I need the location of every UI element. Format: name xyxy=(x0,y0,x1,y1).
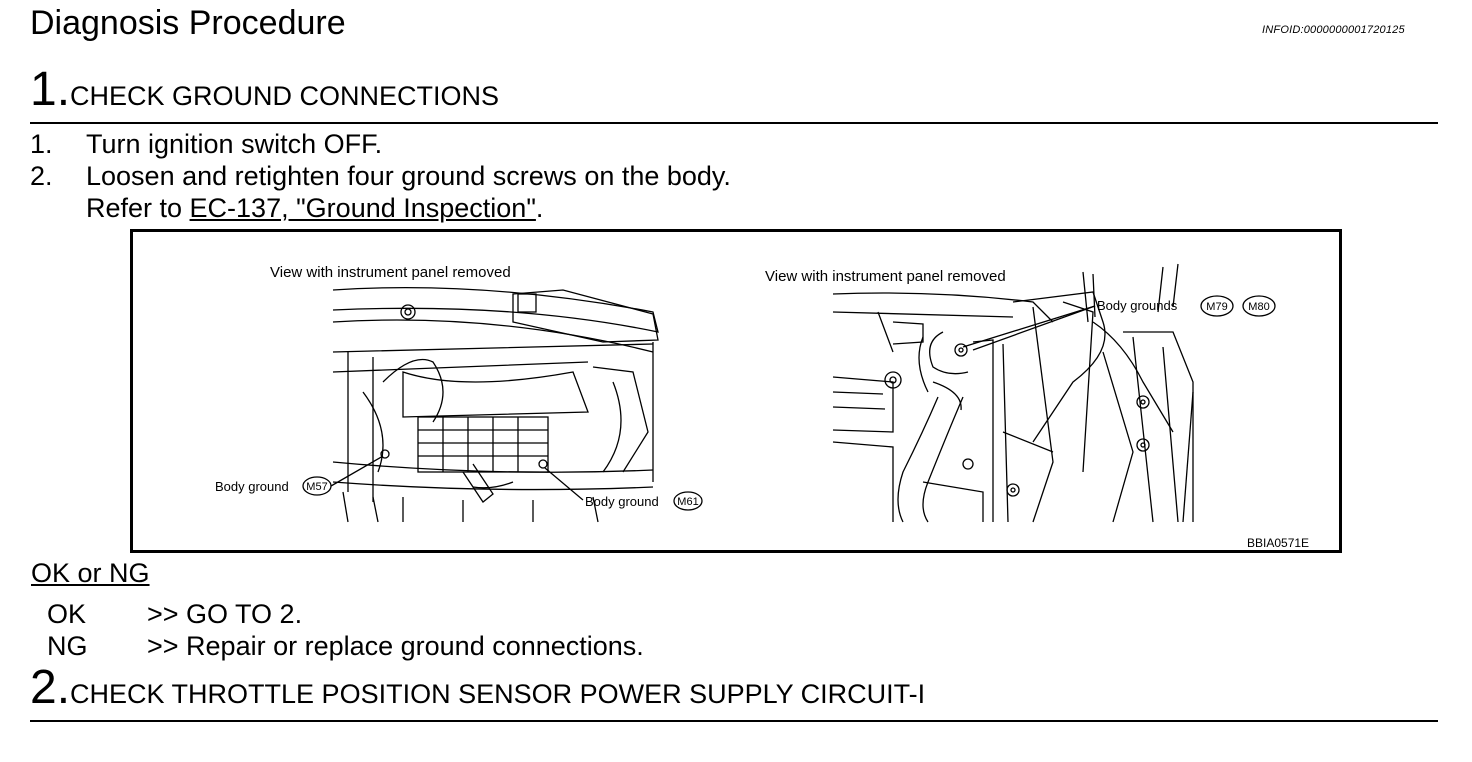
page-title: Diagnosis Procedure xyxy=(30,4,346,42)
instruction-item-2: 2. Loosen and retighten four ground screw… xyxy=(30,160,731,192)
left-caption: View with instrument panel removed xyxy=(270,264,511,281)
instruction-item-1: 1. Turn ignition switch OFF. xyxy=(30,128,382,160)
ng-action: >> Repair or replace ground connections. xyxy=(147,631,644,661)
m57-code: M57 xyxy=(306,481,327,493)
instruction-number: 1. xyxy=(30,129,53,159)
m61-label: Body ground xyxy=(585,494,659,509)
result-ng-row: NG >> Repair or replace ground connection… xyxy=(47,630,644,662)
m79-m80-label: Body grounds xyxy=(1097,298,1178,313)
result-ok-row: OK >> GO TO 2. xyxy=(47,598,302,630)
figure-illustration: View with instrument panel removed Body … xyxy=(215,263,1309,550)
ng-key: NG xyxy=(47,631,88,661)
ground-inspection-link[interactable]: EC-137, "Ground Inspection" xyxy=(189,193,536,223)
m79-badge xyxy=(1200,295,1234,317)
step-1-divider xyxy=(30,122,1438,124)
instruction-text: Turn ignition switch OFF. xyxy=(86,129,383,159)
m61-badge xyxy=(673,491,703,511)
refer-suffix: . xyxy=(535,193,544,223)
m61-code: M61 xyxy=(677,496,698,508)
ok-key: OK xyxy=(47,599,87,629)
figure-code: BBIA0571E xyxy=(1247,536,1309,550)
step-2-number: 2. xyxy=(30,661,71,714)
refer-line: Refer to EC-137, "Ground Inspection". xyxy=(86,192,543,224)
instruction-text: Loosen and retighten four ground screws … xyxy=(86,161,731,191)
ok-action: >> GO TO 2. xyxy=(147,599,303,629)
m80-badge xyxy=(1242,295,1276,317)
step-1-heading: CHECK GROUND CONNECTIONS xyxy=(70,81,500,111)
ground-location-figure: View with instrument panel removed Body … xyxy=(130,229,1342,553)
step-2-divider xyxy=(30,720,1438,722)
m79-code: M79 xyxy=(1206,301,1227,313)
m57-label: Body ground xyxy=(215,479,289,494)
info-id: INFOID:0000000001720125 xyxy=(1262,24,1405,36)
ok-or-ng-label: OK or NG xyxy=(31,558,150,588)
step-1-header: 1.CHECK GROUND CONNECTIONS xyxy=(30,66,499,114)
right-illustration xyxy=(832,263,1194,523)
instruction-number: 2. xyxy=(30,161,53,191)
m57-badge xyxy=(302,476,332,496)
left-illustration xyxy=(332,286,659,523)
right-caption: View with instrument panel removed xyxy=(765,268,1006,285)
step-2-heading: CHECK THROTTLE POSITION SENSOR POWER SUP… xyxy=(70,679,926,709)
step-1-number: 1. xyxy=(30,63,71,116)
refer-prefix: Refer to xyxy=(86,193,190,223)
m80-code: M80 xyxy=(1248,301,1269,313)
step-2-header: 2.CHECK THROTTLE POSITION SENSOR POWER S… xyxy=(30,664,925,712)
